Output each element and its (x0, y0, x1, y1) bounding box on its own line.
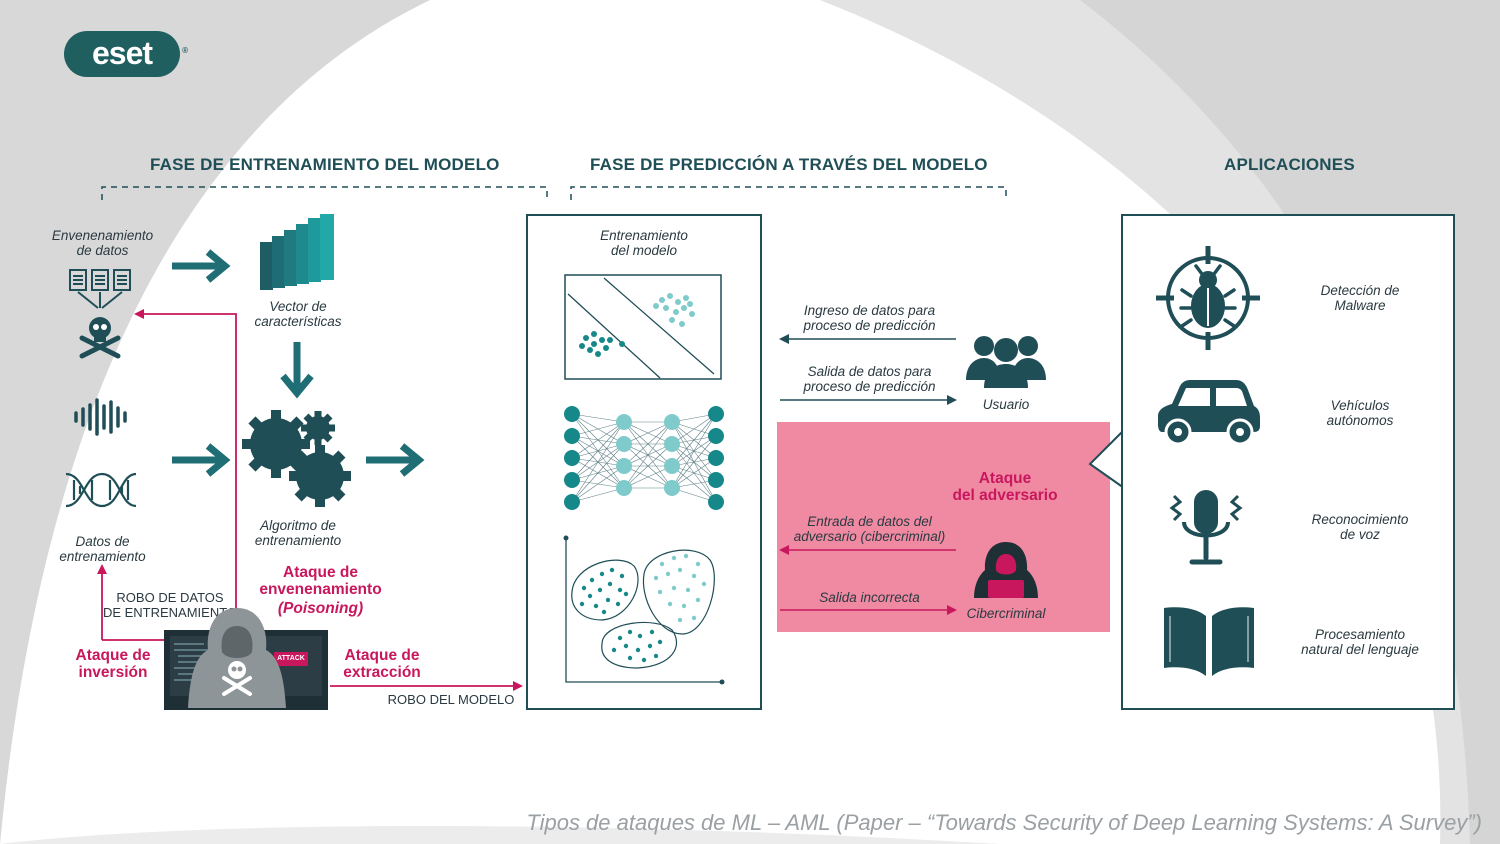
microphone-icon (1169, 490, 1243, 565)
hooded-hacker-icon (188, 608, 286, 708)
cluster-plot (563, 535, 725, 685)
bug-target-icon (1156, 246, 1260, 350)
label-cybercriminal: Cibercriminal (966, 606, 1046, 621)
label-model-training: Entrenamiento del modelo (600, 228, 688, 258)
header-training-phase: FASE DE ENTRENAMIENTO DEL MODELO (150, 155, 500, 174)
car-icon (1158, 380, 1260, 446)
eset-logo: eset® (64, 31, 188, 77)
cybercriminal-icon (974, 542, 1038, 598)
label-user: Usuario (982, 397, 1030, 412)
code-lines-icon (174, 643, 218, 681)
audio-wave-icon (74, 398, 127, 436)
label-input-data: Ingreso de datos para proceso de predicc… (803, 303, 936, 333)
neural-network-icon (564, 406, 724, 510)
app-autonomous-vehicles-label: Vehículos autónomos (1326, 398, 1394, 428)
gears-icon (242, 410, 351, 507)
label-poisoning-attack: Ataque de envenenamiento (259, 564, 382, 598)
label-poisoning-attack-en: (Poisoning) (277, 600, 364, 617)
feature-vector-icon (260, 214, 334, 290)
book-icon (1164, 607, 1254, 676)
label-training-data: Datos de entrenamiento (59, 534, 146, 564)
label-adversary-attack: Ataque del adversario (952, 470, 1058, 504)
classifier-plot (564, 274, 722, 380)
app-malware-label: Detección de Malware (1320, 283, 1400, 313)
users-group-icon (966, 336, 1046, 388)
attack-badge: ATTACK (274, 652, 308, 666)
label-output-data: Salida de datos para proceso de predicci… (803, 364, 936, 394)
adversary-panel (777, 422, 1110, 632)
label-inversion-attack: Ataque de inversión (75, 647, 151, 681)
app-speech-recognition-label: Reconocimiento de voz (1311, 512, 1409, 542)
header-prediction-phase: FASE DE PREDICCIÓN A TRAVÉS DEL MODELO (590, 155, 988, 174)
label-feature-vector: Vector de características (254, 299, 342, 329)
footer-caption: Tipos de ataques de ML – AML (Paper – “T… (526, 810, 1482, 835)
label-data-theft: ROBO DE DATOS DE ENTRENAMIENTO (102, 590, 238, 620)
app-nlp-label: Procesamiento natural del lenguaje (1301, 627, 1419, 657)
label-data-poisoning: Envenenamiento de datos (51, 228, 154, 258)
poisoned-documents-icon (69, 269, 131, 359)
header-applications: APLICACIONES (1224, 155, 1355, 174)
dna-icon (65, 472, 137, 508)
label-adversary-input: Entrada de datos del adversario (cibercr… (793, 514, 946, 544)
label-model-theft: ROBO DEL MODELO (387, 692, 515, 707)
label-extraction-attack: Ataque de extracción (343, 647, 421, 681)
label-training-algorithm: Algoritmo de entrenamiento (254, 518, 342, 548)
label-wrong-output: Salida incorrecta (819, 590, 920, 605)
